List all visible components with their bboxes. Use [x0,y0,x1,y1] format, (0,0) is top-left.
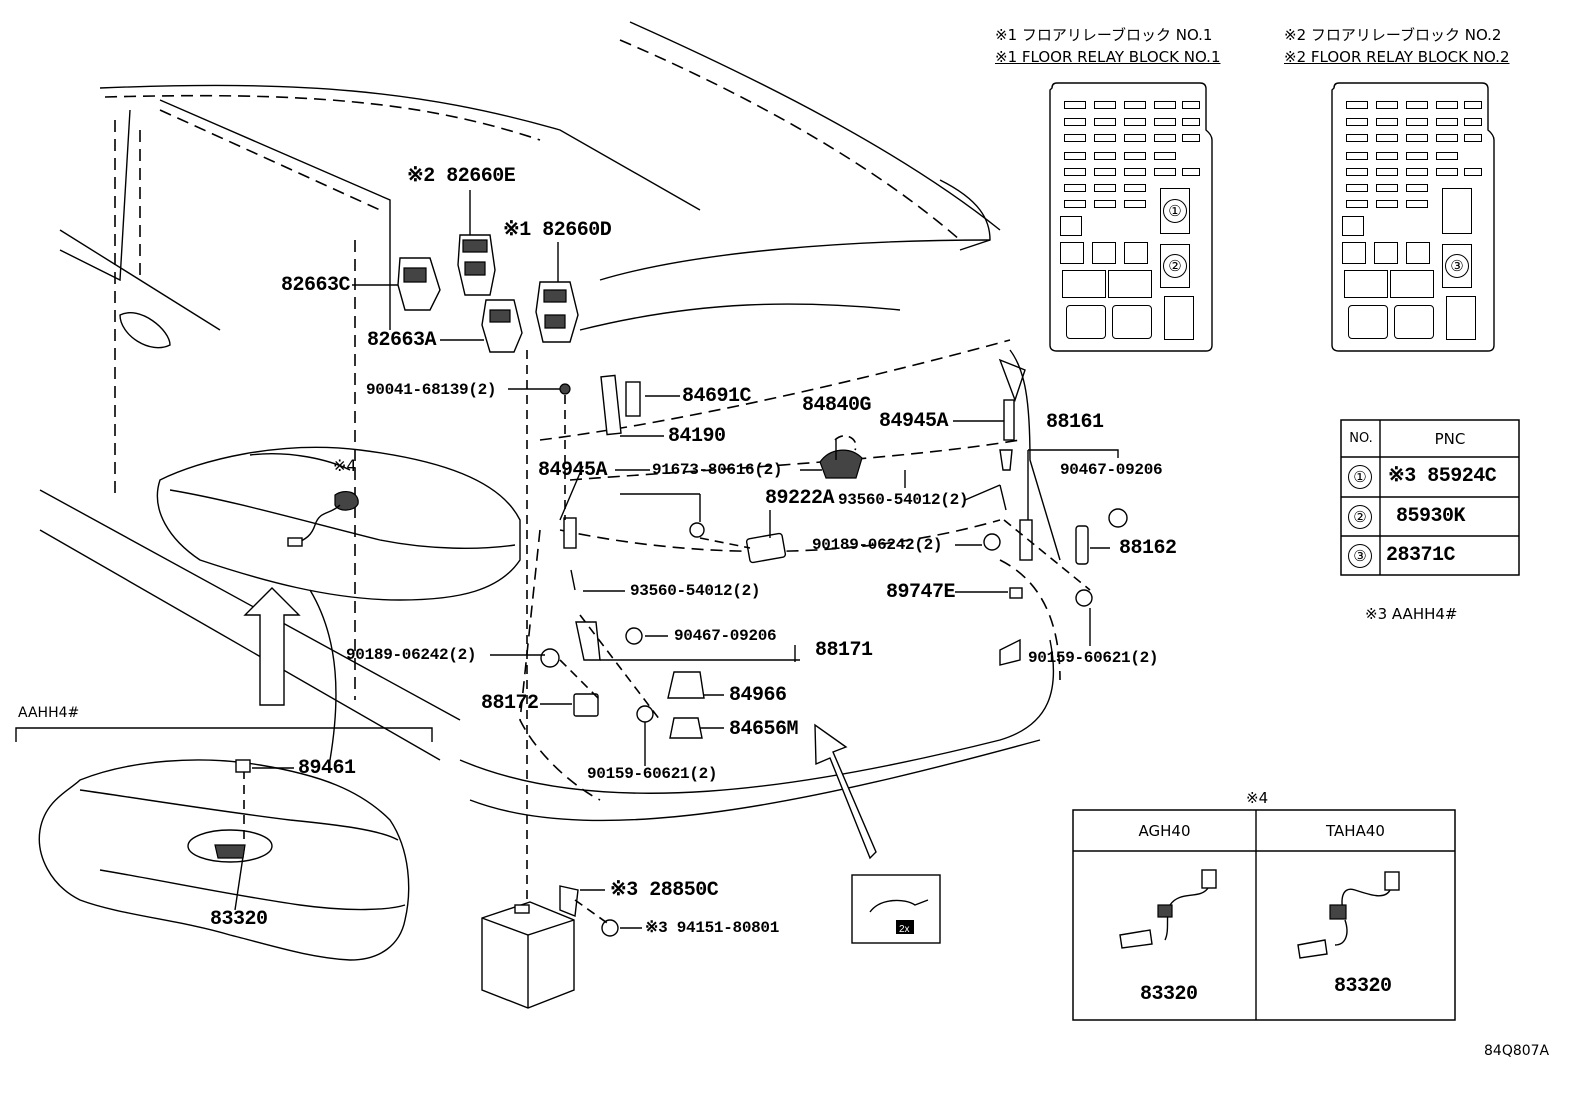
note-4-marker: ※4 [333,456,357,475]
pnc-note: ※3 AAHH4# [1365,605,1458,623]
part-88161: 88161 [1046,411,1104,434]
position-1-marker: ① [1163,199,1187,223]
variant-col-taha40: TAHA40 [1326,822,1385,840]
inset-fuel-tank [38,759,410,961]
part-90159-60621-right: 90159-60621(2) [1028,649,1159,667]
part-93560-54012-left: 93560-54012(2) [630,582,761,600]
direction-arrow-diagonal [814,723,877,860]
part-89747E: 89747E [886,581,956,604]
part-90467-09206-right: 90467-09206 [1060,461,1163,479]
part-89222A: 89222A [765,487,835,510]
part-88162: 88162 [1119,537,1177,560]
variant-part-agh40: 83320 [1140,983,1198,1006]
part-83320-inset: 83320 [210,908,268,931]
part-84945A-left: 84945A [538,459,608,482]
dashed-leader-lines [243,350,1091,926]
part-84945A-right: 84945A [879,410,949,433]
fastener-parts [540,374,1128,937]
part-84656M: 84656M [729,718,799,741]
position-2-marker: ② [1163,254,1187,278]
pnc-row-no: ① [1348,465,1372,489]
part-90159-60621-left: 90159-60621(2) [587,765,718,783]
relay-block-2 [1331,82,1495,352]
variant-table-title: ※4 [1246,789,1269,807]
part-84190: 84190 [668,425,726,448]
part-88172: 88172 [481,692,539,715]
relay-block-brackets [397,234,579,353]
variant-part-taha40: 83320 [1334,975,1392,998]
relay-block-1-title-jp: ※1 フロアリレーブロック NO.1 [995,26,1213,44]
part-84966: 84966 [729,684,787,707]
part-88171: 88171 [815,639,873,662]
part-82663A: 82663A [367,329,437,352]
variant-table [1072,809,1456,1021]
pnc-table [1340,419,1520,576]
pnc-row-value: ※3 85924C [1388,465,1497,488]
torque-icon: 2x [851,874,941,944]
part-90467-09206-left: 90467-09206 [674,627,777,645]
pnc-header-no: NO. [1349,431,1373,446]
leader-lines [234,190,1119,929]
part-90189-06242-right: 90189-06242(2) [812,536,943,554]
svg-text:2x: 2x [899,924,910,935]
part-84691C: 84691C [682,385,752,408]
part-82663C: 82663C [281,274,351,297]
direction-arrow-up [243,587,301,706]
part-91673-80616: 91673-80616(2) [652,461,783,479]
relay-block-1-title-en: ※1 FLOOR RELAY BLOCK NO.1 [995,48,1221,66]
part-90189-06242-left: 90189-06242(2) [346,646,477,664]
position-3-marker: ③ [1445,254,1469,278]
part-84840G: 84840G [802,394,872,417]
pnc-row-value: 85930K [1396,505,1466,528]
relay-block-2-title-jp: ※2 フロアリレーブロック NO.2 [1284,26,1502,44]
pnc-row-value: 28371C [1386,544,1456,567]
pnc-row-no: ② [1348,505,1372,529]
part-89461: 89461 [298,757,356,780]
pnc-row-no: ③ [1348,544,1372,568]
pnc-header-pnc: PNC [1434,430,1466,448]
inset-label: AAHH4# [18,705,80,721]
part-28850C: ※3 28850C [610,879,719,902]
part-82660E: ※2 82660E [407,165,516,188]
part-94151-80801: ※3 94151-80801 [645,919,780,937]
fuel-tank [156,446,521,601]
relay-block-1 [1049,82,1213,352]
diagram-code: 84Q807A [1484,1043,1550,1059]
vehicle-body-outline [39,21,1061,822]
variant-col-agh40: AGH40 [1138,822,1191,840]
battery [481,901,575,1009]
relay-block-2-title-en: ※2 FLOOR RELAY BLOCK NO.2 [1284,48,1510,66]
inset-bracket [15,727,433,742]
part-90041-68139: 90041-68139(2) [366,381,497,399]
part-82660D: ※1 82660D [503,219,612,242]
part-93560-54012-right: 93560-54012(2) [838,491,969,509]
